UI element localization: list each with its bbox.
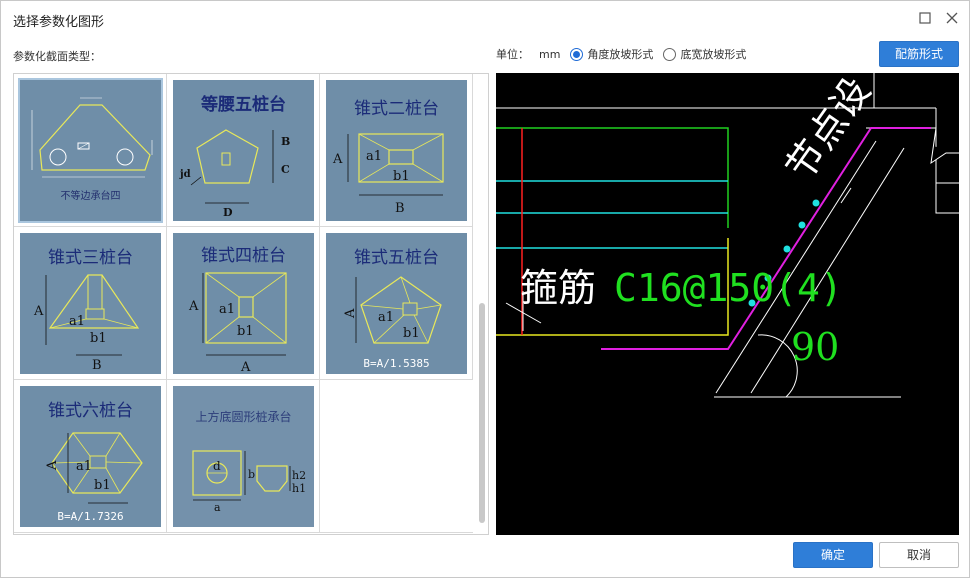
shape-thumb: 上方底圆形桩承台 d a b h2 h1 [173, 386, 314, 527]
svg-text:A: A [45, 460, 60, 471]
svg-text:b1: b1 [94, 478, 111, 493]
shape-title: 等腰五桩台 [201, 95, 286, 115]
rebar-preview-canvas: 箍筋 C16@150(4) 90 节点设 [496, 73, 959, 535]
title-bar: 选择参数化图形 [1, 1, 970, 37]
unit-label: 单位： [496, 48, 529, 61]
shape-card-cone-two-pile[interactable]: 锥式二桩台 A a1 b1 B [320, 74, 473, 227]
cone-three-pile-diagram: A a1 b1 B [33, 274, 140, 373]
svg-text:b1: b1 [393, 169, 410, 184]
stirrup-spec: C16@150(4) [614, 266, 843, 310]
svg-text:A: A [240, 360, 251, 374]
gallery-scrollbar[interactable] [477, 73, 487, 535]
shape-title: 上方底圆形桩承台 [195, 410, 292, 424]
width-slope-radio[interactable] [663, 47, 677, 61]
shape-caption: 不等边承台四 [60, 191, 121, 202]
svg-text:B: B [281, 135, 290, 148]
svg-text:b1: b1 [237, 324, 254, 339]
svg-text:A: A [33, 304, 44, 319]
shape-title: 锥式三桩台 [48, 248, 133, 268]
round-pile-cap-diagram: d a b h2 h1 [192, 450, 306, 514]
maximize-icon [919, 12, 931, 24]
width-slope-label[interactable]: 底宽放坡形式 [680, 48, 747, 61]
shape-card-cone-three-pile[interactable]: 锥式三桩台 A a1 b1 B [14, 227, 167, 380]
cone-six-pile-diagram: A a1 b1 [45, 432, 143, 504]
unit-row: 单位： mm 角度放坡形式 底宽放坡形式 [496, 45, 746, 63]
shape-card-cone-six-pile[interactable]: 锥式六桩台 A a1 b1 B=A/1.7326 [14, 380, 167, 533]
svg-text:a1: a1 [219, 302, 235, 317]
maximize-button[interactable] [917, 10, 933, 26]
shape-title: 锥式四桩台 [201, 246, 286, 266]
unequal-cap-diagram [31, 97, 153, 178]
shape-card-cone-five-pile[interactable]: 锥式五桩台 A a1 b1 B=A/1.5385 [320, 227, 473, 380]
svg-text:B: B [92, 358, 102, 373]
cone-two-pile-diagram: A a1 b1 B [332, 133, 444, 216]
svg-text:h1: h1 [292, 482, 306, 495]
shape-footer: B=A/1.7326 [57, 510, 124, 523]
shape-footer: B=A/1.5385 [363, 357, 430, 370]
svg-text:b: b [248, 468, 255, 481]
shape-title: 锥式五桩台 [354, 248, 439, 268]
svg-text:d: d [213, 459, 221, 473]
cone-four-pile-diagram: A a1 b1 A [188, 272, 287, 374]
empty-cell [320, 380, 473, 533]
svg-text:a1: a1 [76, 459, 92, 474]
angle-value: 90 [791, 325, 839, 369]
node-text: 节点设 [777, 73, 878, 188]
shape-thumb: 锥式三桩台 A a1 b1 B [20, 233, 161, 374]
angle-slope-label[interactable]: 角度放坡形式 [587, 48, 654, 61]
svg-text:b1: b1 [90, 331, 107, 346]
unit-value: mm [539, 47, 561, 61]
svg-text:jd: jd [179, 169, 191, 180]
shape-thumb: 等腰五桩台 B C D jd [173, 80, 314, 221]
svg-text:a1: a1 [69, 314, 85, 329]
svg-text:a: a [214, 501, 221, 514]
close-icon [946, 12, 958, 24]
shape-card-round-pile-cap[interactable]: 上方底圆形桩承台 d a b h2 h1 [167, 380, 320, 533]
shape-card-isosceles-five-pile[interactable]: 等腰五桩台 B C D jd [167, 74, 320, 227]
preview-drawing: 箍筋 C16@150(4) 90 节点设 [496, 73, 959, 398]
shape-thumb: 锥式四桩台 A a1 b1 A [173, 233, 314, 374]
svg-text:A: A [332, 152, 343, 167]
svg-text:B: B [395, 201, 405, 216]
svg-text:b1: b1 [403, 326, 420, 341]
close-button[interactable] [944, 10, 960, 26]
svg-text:D: D [223, 206, 233, 219]
shape-card-cone-four-pile[interactable]: 锥式四桩台 A a1 b1 A [167, 227, 320, 380]
ok-button[interactable]: 确定 [793, 542, 873, 568]
cone-five-pile-diagram: A a1 b1 [343, 276, 442, 344]
isosceles-five-pile-diagram: B C D jd [179, 129, 290, 219]
shape-card-unequal-cap-4[interactable]: 不等边承台四 [14, 74, 167, 227]
svg-text:a1: a1 [378, 310, 394, 325]
cancel-button[interactable]: 取消 [879, 542, 959, 568]
shape-title: 锥式二桩台 [354, 99, 439, 119]
stirrup-label: 箍筋 [520, 266, 596, 310]
rebar-style-button[interactable]: 配筋形式 [879, 41, 959, 67]
shape-thumb: 锥式五桩台 A a1 b1 B=A/1.5385 [326, 233, 467, 374]
shape-gallery: 不等边承台四 等腰五桩台 B C D jd 锥式二桩台 [13, 73, 489, 535]
section-type-label: 参数化截面类型： [13, 50, 101, 63]
shape-title: 锥式六桩台 [48, 401, 133, 421]
angle-slope-radio[interactable] [570, 47, 584, 61]
dialog-title: 选择参数化图形 [13, 15, 105, 30]
shape-thumb: 不等边承台四 [18, 78, 163, 223]
svg-text:A: A [343, 308, 358, 319]
svg-text:h2: h2 [292, 469, 306, 482]
svg-text:a1: a1 [366, 149, 382, 164]
scrollbar-thumb[interactable] [479, 303, 485, 523]
svg-text:C: C [281, 163, 290, 176]
shape-thumb: 锥式二桩台 A a1 b1 B [326, 80, 467, 221]
svg-text:A: A [188, 299, 199, 314]
shape-thumb: 锥式六桩台 A a1 b1 B=A/1.7326 [20, 386, 161, 527]
